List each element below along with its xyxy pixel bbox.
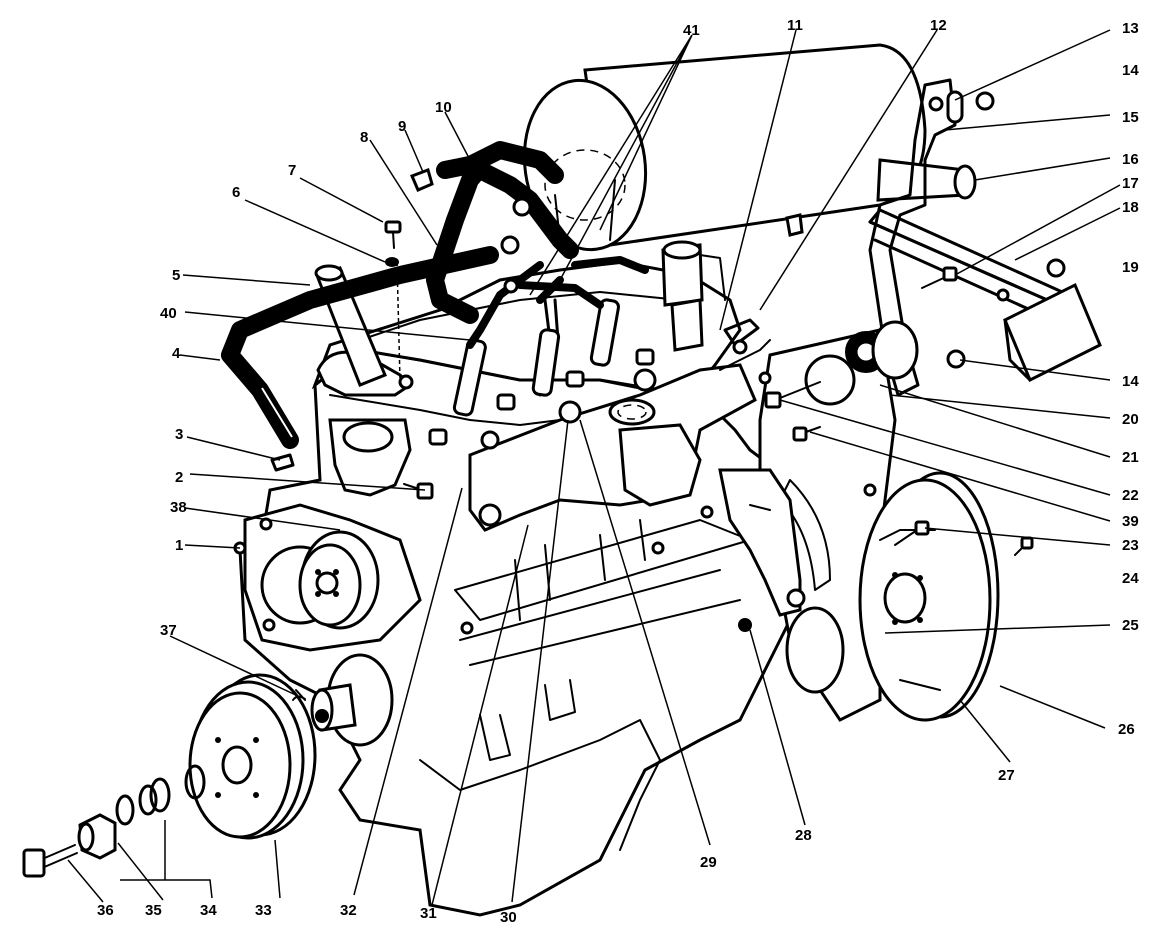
callout-24: 24: [1122, 570, 1139, 587]
heater-hose: [426, 141, 579, 324]
callout-16: 16: [1122, 151, 1139, 168]
callout-40: 40: [160, 305, 177, 322]
callout-labels: 41 11 12 13 14 15 16 17 18 19 14 20 21 2…: [97, 17, 1139, 926]
callout-9: 9: [398, 118, 406, 135]
callout-26: 26: [1118, 721, 1135, 738]
distributor: [661, 240, 726, 352]
callout-30: 30: [500, 909, 517, 926]
callout-7: 7: [288, 162, 296, 179]
callout-3: 3: [175, 426, 183, 443]
callout-15: 15: [1122, 109, 1139, 126]
flywheel: [858, 471, 1000, 722]
callout-12: 12: [930, 17, 947, 34]
callout-21: 21: [1122, 449, 1139, 466]
callout-13: 13: [1122, 20, 1139, 37]
spark-plug-wires: [452, 256, 649, 417]
callout-20: 20: [1122, 411, 1139, 428]
callout-1: 1: [175, 537, 183, 554]
callout-37: 37: [160, 622, 177, 639]
callout-34: 34: [200, 902, 217, 919]
front-hardware: [22, 764, 206, 878]
callout-28: 28: [795, 827, 812, 844]
water-pump: [233, 503, 422, 652]
callout-23: 23: [1122, 537, 1139, 554]
callout-22: 22: [1122, 487, 1139, 504]
support-bar: [868, 208, 1102, 383]
leader-lines: [67, 29, 1121, 906]
callout-25: 25: [1122, 617, 1139, 634]
callout-14-bottom: 14: [1122, 373, 1139, 390]
crank-hub: [310, 653, 394, 747]
callout-39: 39: [1122, 513, 1139, 530]
callout-4: 4: [172, 345, 181, 362]
callout-14-top: 14: [1122, 62, 1139, 79]
muffler: [522, 43, 977, 252]
crank-pulley: [188, 673, 317, 840]
callout-2: 2: [175, 469, 183, 486]
callout-29: 29: [700, 854, 717, 871]
callout-38: 38: [170, 499, 187, 516]
engine-bracket: [718, 468, 806, 632]
callout-18: 18: [1122, 199, 1139, 216]
callout-5: 5: [172, 267, 180, 284]
callout-17: 17: [1122, 175, 1139, 192]
callout-31: 31: [420, 905, 437, 922]
callout-8: 8: [360, 129, 368, 146]
callout-36: 36: [97, 902, 114, 919]
exhaust-manifold: [468, 339, 771, 532]
callout-33: 33: [255, 902, 272, 919]
radiator-hose: [221, 246, 499, 449]
hose-fittings: [410, 168, 532, 294]
callout-19: 19: [1122, 259, 1139, 276]
small-hardware: [270, 91, 1066, 556]
callout-6: 6: [232, 184, 240, 201]
callout-35: 35: [145, 902, 162, 919]
callout-10: 10: [435, 99, 452, 116]
callout-27: 27: [998, 767, 1015, 784]
cylinder-head: [311, 260, 742, 446]
callout-11: 11: [787, 17, 803, 34]
callout-41: 41: [683, 22, 700, 39]
callout-32: 32: [340, 902, 357, 919]
